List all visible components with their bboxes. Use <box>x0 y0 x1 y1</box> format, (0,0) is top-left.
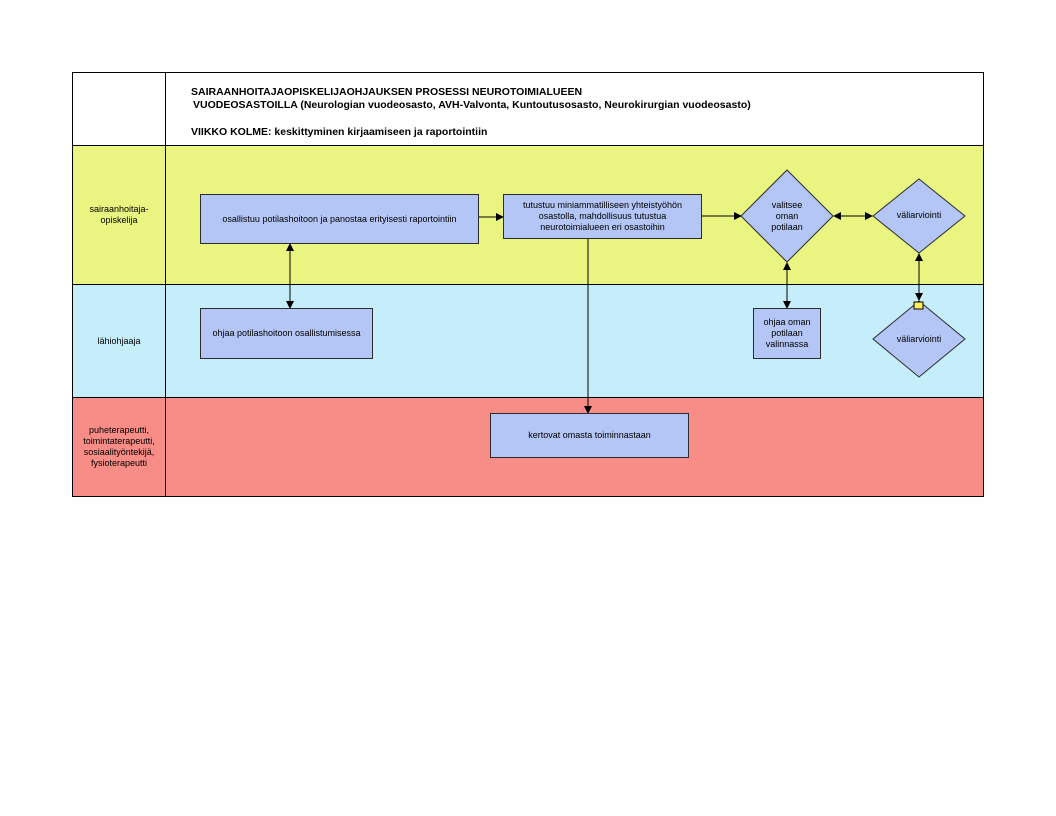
lane-therapists-label: puheterapeutti, toimintaterapeutti, sosi… <box>83 425 155 468</box>
lane-student-label-cell <box>72 145 166 285</box>
diamond-choose-patient-label: valitsee oman potilaan <box>771 199 803 232</box>
header-label-cell <box>72 72 166 146</box>
box-participates-patient-care: osallistuu potilashoitoon ja panostaa er… <box>200 194 479 244</box>
lane-mentor-label: lähiohjaaja <box>97 335 141 346</box>
box-explores-teamwork: tutustuu miniammatilliseen yhteistyöhön … <box>503 194 702 239</box>
lane-mentor-label-cell <box>72 284 166 398</box>
header-row <box>72 72 984 146</box>
lane-student-label: sairaanhoitaja- opiskelija <box>89 204 149 225</box>
header-title-line1: SAIRAANHOITAJAOPISKELIJAOHJAUKSEN PROSES… <box>191 86 583 98</box>
connection-point-marker <box>913 301 924 310</box>
diamond-mentor-evaluation-label: väliarviointi <box>896 333 942 344</box>
lane-therapists-label-cell <box>72 397 166 497</box>
header-week-line: VIIKKO KOLME: keskittyminen kirjaamiseen… <box>191 126 488 138</box>
box-mentor-guides-patient-choice: ohjaa oman potilaan valinnassa <box>753 308 821 359</box>
diamond-mentor-evaluation <box>872 300 966 378</box>
header-title-line2: VUODEOSASTOILLA (Neurologian vuodeosasto… <box>193 99 751 111</box>
box-therapists-explain: kertovat omasta toiminnastaan <box>490 413 689 458</box>
diamond-student-evaluation-label: väliarviointi <box>896 209 942 220</box>
box-mentor-guides-care: ohjaa potilashoitoon osallistumisessa <box>200 308 373 359</box>
